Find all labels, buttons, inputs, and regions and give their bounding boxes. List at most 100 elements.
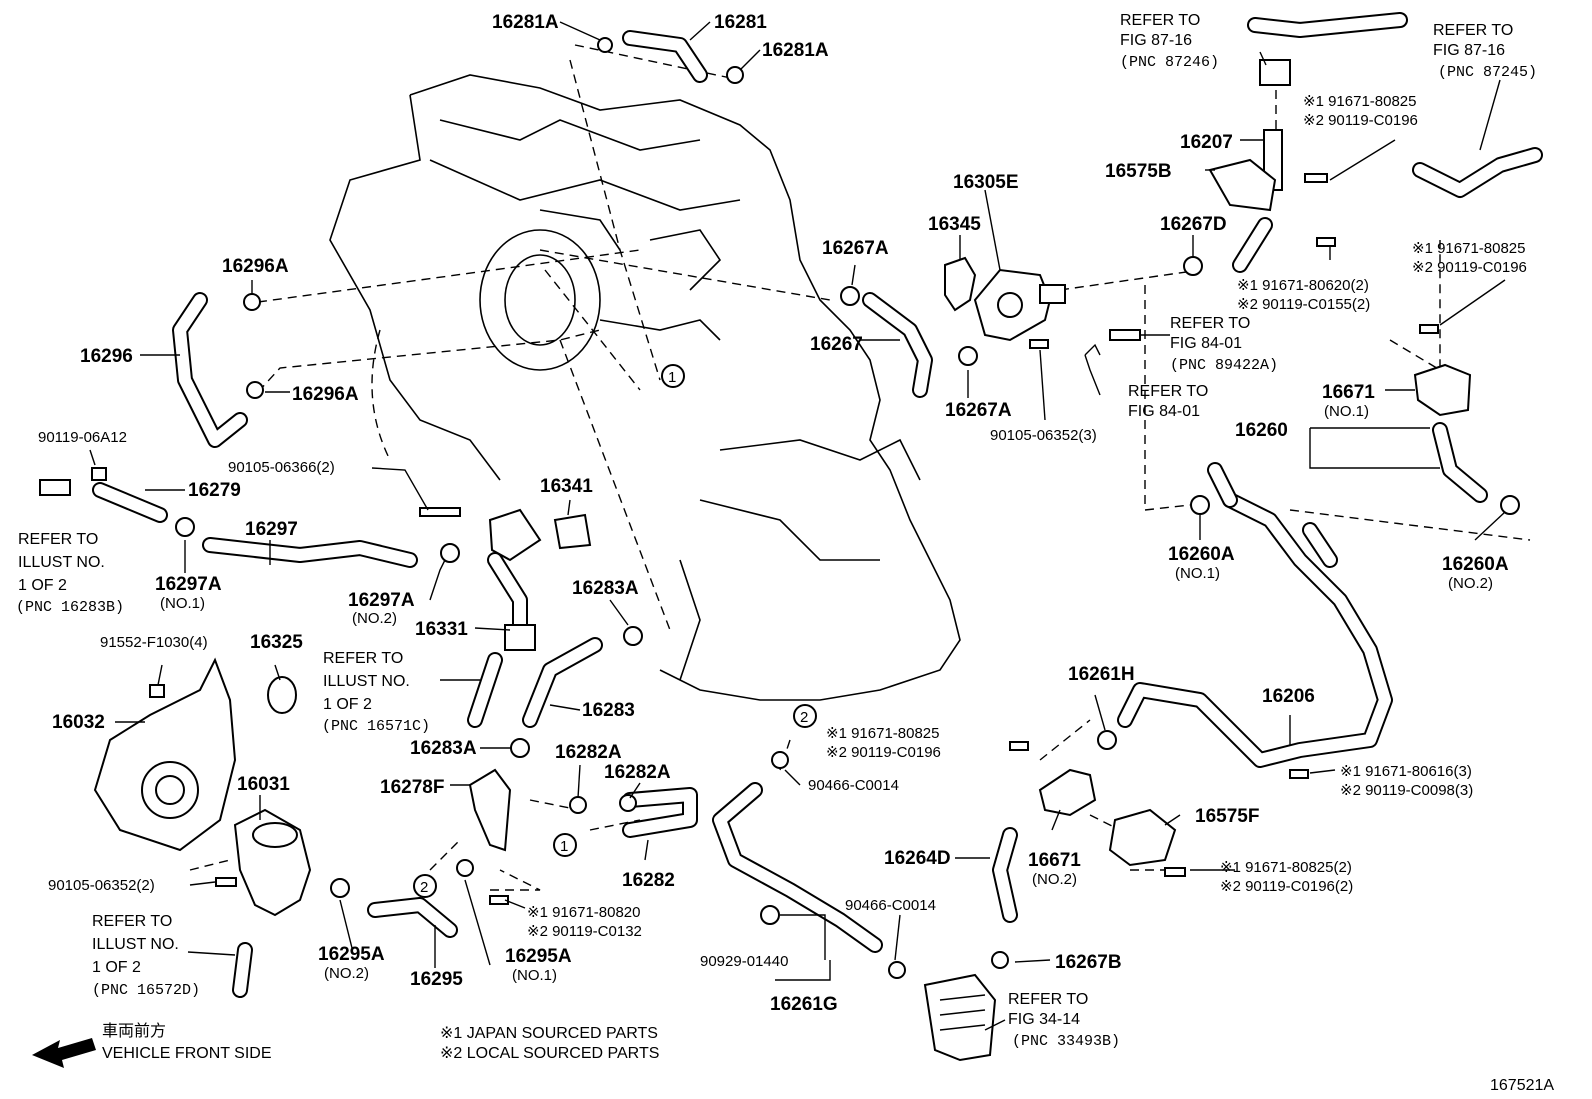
- circle-ref-2-left: 2: [420, 879, 428, 896]
- ref-8401-b-line1: REFER TO: [1128, 383, 1208, 400]
- part-labels: 16281A 16281 16281A 16296A 16296 16296A …: [38, 12, 1509, 1015]
- front-label-en: VEHICLE FRONT SIDE: [102, 1045, 272, 1062]
- label-90929-01440: 90929-01440: [700, 953, 788, 970]
- spec-d2: ※2 90119-C0196: [826, 744, 941, 761]
- label-16281A-right: 16281A: [762, 40, 829, 61]
- reference-notes: REFER TO FIG 87-16 (PNC 87246) REFER TO …: [16, 12, 1537, 1050]
- ref-8716-a-line1: REFER TO: [1120, 12, 1200, 29]
- spec-g1: ※1 91671-80820: [527, 904, 641, 921]
- ref-8716-b-line3: (PNC 87245): [1438, 64, 1537, 81]
- label-16345: 16345: [928, 214, 981, 235]
- label-16260: 16260: [1235, 420, 1288, 441]
- label-16296: 16296: [80, 346, 133, 367]
- label-16295: 16295: [410, 969, 463, 990]
- label-16295A-no2-sub: (NO.2): [324, 965, 369, 982]
- label-16341: 16341: [540, 476, 593, 497]
- components: [39, 37, 1520, 1062]
- label-16267D: 16267D: [1160, 214, 1227, 235]
- label-16260A-no1: 16260A: [1168, 544, 1235, 565]
- label-16260A-no1-sub: (NO.1): [1175, 565, 1220, 582]
- label-90105-06366: 90105-06366(2): [228, 459, 335, 476]
- spec-a2: ※2 90119-C0196: [1303, 112, 1418, 129]
- ref-illust-a-line3: 1 OF 2: [18, 577, 67, 594]
- ref-3414-line2: FIG 34-14: [1008, 1011, 1080, 1028]
- ref-8401-a-line3: (PNC 89422A): [1170, 357, 1278, 374]
- ref-illust-a-line4: (PNC 16283B): [16, 599, 124, 616]
- label-16281: 16281: [714, 12, 767, 33]
- label-90105-06352-2: 90105-06352(2): [48, 877, 155, 894]
- label-16260A-no2-sub: (NO.2): [1448, 575, 1493, 592]
- ref-8401-a-line1: REFER TO: [1170, 315, 1250, 332]
- label-90466-C0014-top: 90466-C0014: [808, 777, 899, 794]
- label-16207: 16207: [1180, 132, 1233, 153]
- legend-japan-sourced: ※1 JAPAN SOURCED PARTS: [440, 1025, 658, 1042]
- ref-8716-a-line2: FIG 87-16: [1120, 32, 1192, 49]
- spec-a1: ※1 91671-80825: [1303, 93, 1417, 110]
- spec-g2: ※2 90119-C0132: [527, 923, 642, 940]
- label-90105-06352-3: 90105-06352(3): [990, 427, 1097, 444]
- dashed-connectors: [189, 44, 1531, 891]
- leader-lines: [89, 21, 1506, 1031]
- label-16261G: 16261G: [770, 994, 838, 1015]
- label-16206: 16206: [1262, 686, 1315, 707]
- ref-3414-line3: (PNC 33493B): [1012, 1033, 1120, 1050]
- ref-illust-c-line2: ILLUST NO.: [92, 936, 179, 953]
- label-91552-F1030: 91552-F1030(4): [100, 634, 208, 651]
- label-90119-06A12: 90119-06A12: [38, 429, 127, 446]
- ref-8716-b-line2: FIG 87-16: [1433, 42, 1505, 59]
- circle-ref-1-engine: 1: [668, 369, 676, 386]
- legend-local-sourced: ※2 LOCAL SOURCED PARTS: [440, 1045, 659, 1062]
- label-90466-C0014-bottom: 90466-C0014: [845, 897, 936, 914]
- ref-illust-c-line4: (PNC 16572D): [92, 982, 200, 999]
- label-16267B: 16267B: [1055, 952, 1122, 973]
- label-16296A-top: 16296A: [222, 256, 289, 277]
- engine-block: [329, 74, 961, 701]
- label-16267: 16267: [810, 334, 863, 355]
- label-16281A-top: 16281A: [492, 12, 559, 33]
- ref-illust-b-line2: ILLUST NO.: [323, 673, 410, 690]
- label-16296A-bottom: 16296A: [292, 384, 359, 405]
- ref-illust-a-line1: REFER TO: [18, 531, 98, 548]
- label-16297: 16297: [245, 519, 298, 540]
- front-label-jp: 車両前方: [102, 1022, 166, 1040]
- spec-b1: ※1 91671-80620(2): [1237, 277, 1369, 294]
- label-16297A-no2: 16297A: [348, 590, 415, 611]
- label-16260A-no2: 16260A: [1442, 554, 1509, 575]
- spec-c1: ※1 91671-80825: [1412, 240, 1526, 257]
- label-16295A-no1-sub: (NO.1): [512, 967, 557, 984]
- label-16283A-bottom: 16283A: [410, 738, 477, 759]
- spec-c2: ※2 90119-C0196: [1412, 259, 1527, 276]
- label-16295A-no1: 16295A: [505, 946, 572, 967]
- hoses: [92, 12, 1543, 998]
- label-16032: 16032: [52, 712, 105, 733]
- label-16267A-top: 16267A: [822, 238, 889, 259]
- label-16671-no2-sub: (NO.2): [1032, 871, 1077, 888]
- front-arrow-icon: [32, 1038, 96, 1068]
- circle-ref-1-lower: 1: [560, 838, 568, 855]
- label-16331: 16331: [415, 619, 468, 640]
- ref-3414-line1: REFER TO: [1008, 991, 1088, 1008]
- label-16671-no1-sub: (NO.1): [1324, 403, 1369, 420]
- label-16295A-no2: 16295A: [318, 944, 385, 965]
- label-16671-no1: 16671: [1322, 382, 1375, 403]
- ref-8401-a-line2: FIG 84-01: [1170, 335, 1242, 352]
- label-16305E: 16305E: [953, 172, 1019, 193]
- label-16297A-no1-sub: (NO.1): [160, 595, 205, 612]
- ref-illust-b-line4: (PNC 16571C): [322, 718, 430, 735]
- spec-b2: ※2 90119-C0155(2): [1237, 296, 1370, 313]
- label-16261H: 16261H: [1068, 664, 1135, 685]
- spec-e2: ※2 90119-C0098(3): [1340, 782, 1473, 799]
- label-16282A-1: 16282A: [555, 742, 622, 763]
- label-16575B: 16575B: [1105, 161, 1172, 182]
- bolt-spec-labels: ※1 91671-80825 ※2 90119-C0196 ※1 91671-8…: [527, 93, 1527, 940]
- reference-circles: 1 1 2 2: [413, 364, 817, 898]
- label-16297A-no2-sub: (NO.2): [352, 610, 397, 627]
- label-16279: 16279: [188, 480, 241, 501]
- label-16267A-bottom: 16267A: [945, 400, 1012, 421]
- ref-8716-b-line1: REFER TO: [1433, 22, 1513, 39]
- ref-illust-b-line1: REFER TO: [323, 650, 403, 667]
- label-16283: 16283: [582, 700, 635, 721]
- spec-d1: ※1 91671-80825: [826, 725, 940, 742]
- label-16282A-2: 16282A: [604, 762, 671, 783]
